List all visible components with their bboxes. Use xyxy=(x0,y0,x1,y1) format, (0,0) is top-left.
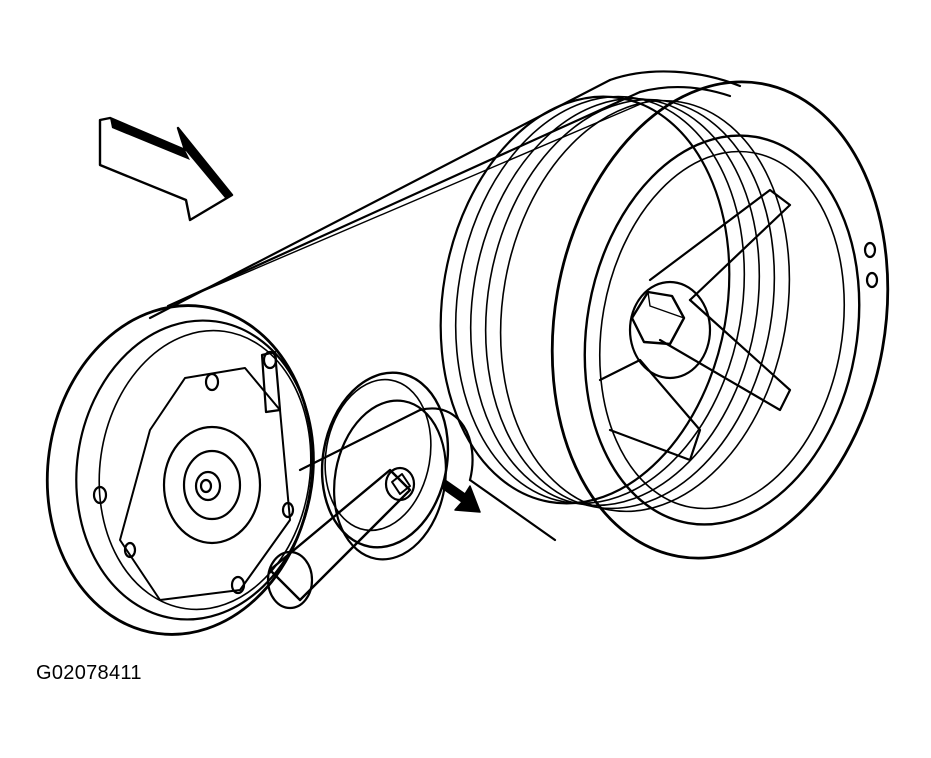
belt-tensioner xyxy=(266,371,557,610)
square-drive-icon xyxy=(391,473,411,495)
tension-direction-arrow-icon xyxy=(441,479,481,513)
rotation-direction-arrow-icon xyxy=(98,116,234,222)
crankshaft-pulley xyxy=(439,80,890,560)
ac-compressor-pulley xyxy=(45,304,315,636)
figure-id-label: G02078411 xyxy=(36,662,142,684)
